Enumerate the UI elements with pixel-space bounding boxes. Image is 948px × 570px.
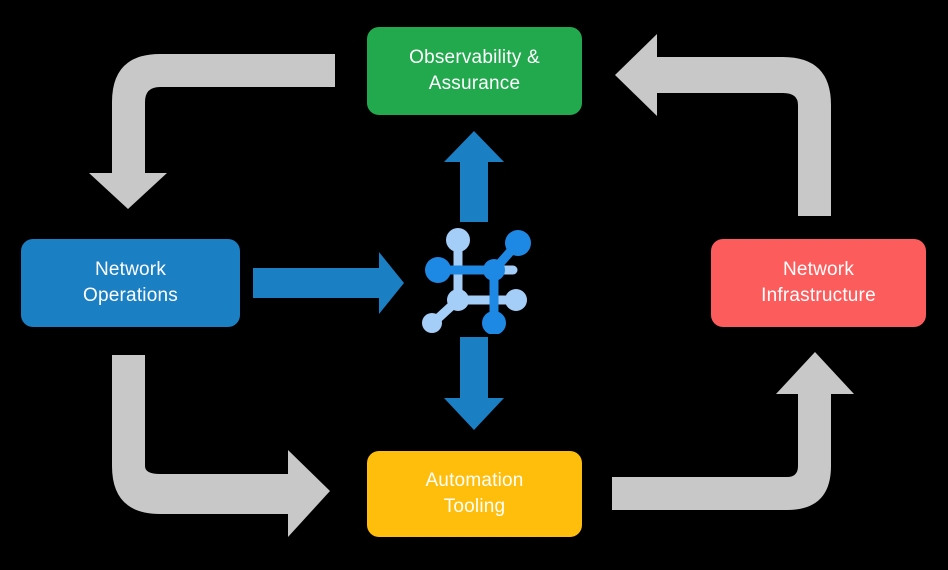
box-automation-tooling[interactable]: Automation Tooling [367, 451, 582, 537]
arrow-center-to-automation-tooling [444, 337, 504, 430]
arrow-center-to-observability [444, 131, 504, 222]
arrow-network-operations-to-center [253, 252, 404, 314]
box-network-infrastructure[interactable]: Network Infrastructure [711, 239, 926, 327]
network-topology-icon [422, 228, 531, 334]
arrow-network-infrastructure-to-observability [615, 34, 831, 216]
arrow-observability-to-network-operations [89, 54, 335, 209]
box-network-operations[interactable]: Network Operations [21, 239, 240, 327]
network-icon-nodes-dark [425, 230, 531, 334]
arrow-network-operations-to-automation-tooling [112, 355, 330, 537]
box-observability-and-assurance[interactable]: Observability & Assurance [367, 27, 582, 115]
network-icon-edges-light [429, 235, 518, 327]
arrow-automation-tooling-to-network-infrastructure [612, 352, 854, 510]
network-icon-nodes-light [422, 228, 527, 333]
